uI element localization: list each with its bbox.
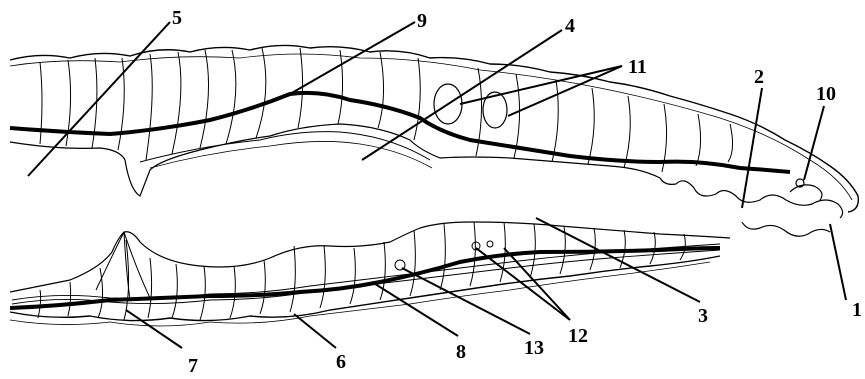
head-fold-lower bbox=[742, 222, 830, 236]
label-12: 12 bbox=[568, 325, 588, 347]
label-6: 6 bbox=[336, 351, 346, 373]
leader-7 bbox=[126, 310, 182, 348]
label-8: 8 bbox=[456, 341, 466, 363]
label-11: 11 bbox=[628, 56, 647, 78]
nephridium-12b bbox=[487, 241, 493, 247]
label-13: 13 bbox=[524, 337, 544, 359]
upper-chamber-arc bbox=[140, 132, 430, 162]
label-7: 7 bbox=[188, 355, 198, 377]
leader-4 bbox=[362, 30, 562, 160]
label-4: 4 bbox=[565, 15, 575, 37]
head-region bbox=[660, 178, 843, 236]
label-2: 2 bbox=[754, 66, 764, 88]
head-fold-upper bbox=[660, 178, 843, 218]
leader-13 bbox=[402, 268, 530, 334]
lower-body-wall bbox=[10, 222, 730, 326]
leader-9 bbox=[290, 22, 415, 94]
leader-10 bbox=[804, 106, 824, 180]
mouth-tip bbox=[790, 185, 822, 200]
label-1: 1 bbox=[852, 299, 862, 321]
upper-chamber-arc-2 bbox=[150, 141, 432, 168]
label-10: 10 bbox=[816, 83, 836, 105]
leader-12a bbox=[476, 248, 570, 320]
label-3: 3 bbox=[698, 305, 708, 327]
leader-1 bbox=[830, 224, 846, 300]
leader-11a bbox=[460, 66, 622, 104]
label-9: 9 bbox=[417, 10, 427, 32]
lower-outer-cuticle bbox=[10, 256, 720, 321]
leader-6 bbox=[294, 314, 336, 348]
leader-2 bbox=[742, 88, 762, 208]
leader-5 bbox=[28, 22, 170, 176]
label-5: 5 bbox=[172, 7, 182, 29]
lower-branch-1 bbox=[96, 232, 150, 300]
